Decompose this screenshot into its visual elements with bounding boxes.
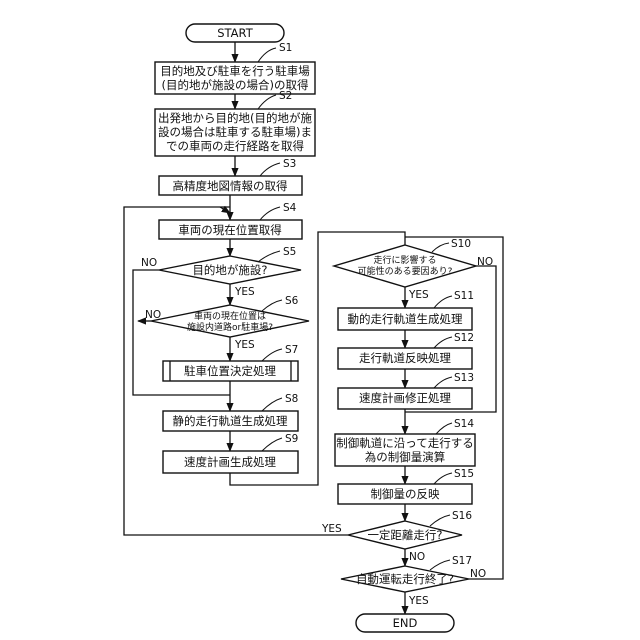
start-label: START	[217, 26, 253, 40]
step-s8-id: S8	[285, 393, 298, 405]
s10-yes-label: YES	[408, 289, 429, 301]
step-s9-text: 速度計画生成処理	[184, 455, 276, 469]
step-s13-id: S13	[454, 372, 474, 384]
decision-s16-text: 一定距離走行?	[367, 528, 442, 542]
step-s11-text: 動的走行軌道生成処理	[348, 312, 463, 326]
s5-yes-label: YES	[234, 286, 255, 298]
step-s2-line3: での車両の走行経路を取得	[166, 139, 304, 153]
s6-no-label: NO	[145, 309, 161, 321]
step-s15-id: S15	[454, 468, 474, 480]
s16-no-label: NO	[409, 551, 425, 563]
s16-yes-label: YES	[321, 523, 342, 535]
step-s8-text: 静的走行軌道生成処理	[173, 414, 288, 428]
step-s4-id: S4	[283, 202, 297, 214]
s5-no-label: NO	[141, 257, 157, 269]
step-s6-id: S6	[285, 295, 299, 307]
step-s2-line2: 設の場合は駐車する駐車場)ま	[158, 125, 312, 139]
step-s1-line1: 目的地及び駐車を行う駐車場	[160, 64, 310, 78]
decision-s10	[334, 245, 476, 287]
step-s2-id: S2	[279, 90, 292, 102]
step-s15-text: 制御量の反映	[371, 487, 440, 501]
step-s2-line1: 出発地から目的地(目的地が施	[158, 111, 312, 125]
step-s12-text: 走行軌道反映処理	[359, 351, 451, 365]
decision-s10-line1: 走行に影響する	[373, 254, 436, 266]
step-s14-line2: 為の制御量演算	[365, 450, 446, 464]
step-s5-id: S5	[283, 246, 296, 258]
step-s3-text: 高精度地図情報の取得	[173, 179, 288, 193]
step-s11-id: S11	[454, 290, 474, 302]
step-s4-text: 車両の現在位置取得	[178, 223, 282, 237]
step-s7-text: 駐車位置決定処理	[184, 364, 276, 378]
decision-s6-line1: 車両の現在位置は	[194, 310, 266, 322]
step-s10-id: S10	[451, 238, 471, 250]
step-s9-id: S9	[285, 433, 298, 445]
step-s17-id: S17	[452, 555, 472, 567]
step-s7-id: S7	[285, 344, 298, 356]
step-s12-id: S12	[454, 332, 474, 344]
step-s13-text: 速度計画修正処理	[359, 391, 451, 405]
step-s3-id: S3	[283, 158, 296, 170]
decision-s5-text: 目的地が施設?	[192, 263, 267, 277]
step-s14-line1: 制御軌道に沿って走行する	[336, 436, 473, 450]
step-s1-id: S1	[279, 42, 292, 54]
s17-yes-label: YES	[408, 595, 429, 607]
step-s16-id: S16	[452, 510, 472, 522]
step-s14-id: S14	[454, 418, 474, 430]
s17-no-label: NO	[470, 568, 486, 580]
decision-s10-line2: 可能性のある要因あり?	[358, 265, 453, 277]
decision-s17-text: 自動運転走行終了?	[356, 572, 454, 586]
decision-s6-line2: 施設内道路or駐車場?	[187, 321, 273, 333]
s6-yes-label: YES	[234, 339, 255, 351]
end-label: END	[393, 616, 418, 630]
